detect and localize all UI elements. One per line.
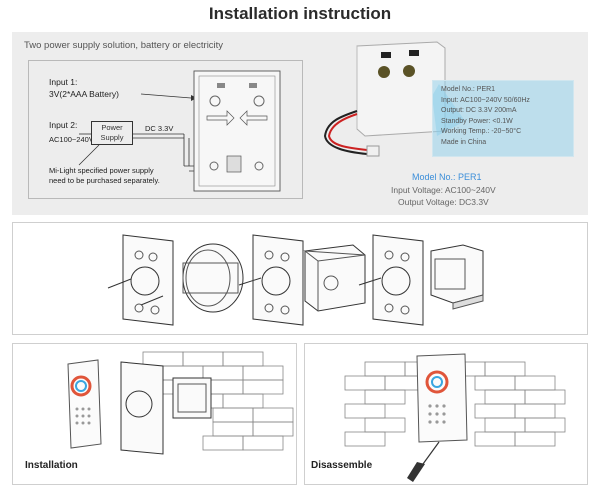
- spec-line: Output: DC 3.3V 200mA: [441, 107, 517, 115]
- dc-output-label: DC 3.3V: [145, 124, 174, 133]
- disassemble-caption: Disassemble: [311, 460, 373, 471]
- psu-label-line1: Power: [101, 123, 123, 132]
- page-title: Installation instruction: [208, 4, 392, 23]
- spec-line: Model No.: PER1: [441, 86, 496, 93]
- psu-note-line2: need to be purchased separately.: [49, 176, 160, 185]
- mount-round-box: [107, 234, 244, 326]
- input2-voltage: AC100~240V: [49, 135, 94, 144]
- power-supply-box: Power Supply: [91, 121, 133, 145]
- psu-label-line2: Supply: [100, 133, 124, 142]
- module-model: Model No.: PER1: [412, 172, 482, 182]
- psu-note-line1: Mi-Light specified power supply: [49, 166, 154, 175]
- spec-line: Standby Power: <0.1W: [441, 117, 513, 125]
- power-panel-subtitle: Two power supply solution, battery or el…: [24, 40, 224, 51]
- module-input-voltage: Input Voltage: AC100~240V: [391, 185, 496, 195]
- mounting-box-panel: [12, 222, 588, 335]
- spec-line: Input: AC100~240V 50/60Hz: [441, 96, 530, 104]
- installation-caption: Installation: [25, 460, 78, 471]
- spec-line: Working Temp.: -20~50°C: [441, 128, 522, 136]
- mount-square-box-1: [238, 234, 366, 326]
- module-output-voltage: Output Voltage: DC3.3V: [398, 197, 489, 207]
- input2-label: Input 2:: [49, 120, 78, 130]
- disassemble-panel: Disassemble: [304, 343, 588, 485]
- disassemble-illustration: [344, 353, 566, 482]
- installation-illustration: [67, 351, 294, 455]
- power-supply-panel: Two power supply solution, battery or el…: [12, 32, 588, 215]
- wiring-drawing: [78, 70, 281, 192]
- spec-card: Model No.: PER1 Input: AC100~240V 50/60H…: [432, 80, 574, 157]
- spec-line: Made in China: [441, 138, 487, 146]
- input1-value: 3V(2*AAA Battery): [49, 89, 119, 99]
- mount-square-box-2: [358, 234, 484, 326]
- input1-label: Input 1:: [49, 77, 78, 87]
- wiring-diagram: Input 1: 3V(2*AAA Battery) Input 2: AC10…: [28, 60, 303, 199]
- installation-panel: Installation: [12, 343, 297, 485]
- mounting-illustrations: [107, 234, 484, 326]
- spec-lines: Model No.: PER1 Input: AC100~240V 50/60H…: [433, 81, 573, 149]
